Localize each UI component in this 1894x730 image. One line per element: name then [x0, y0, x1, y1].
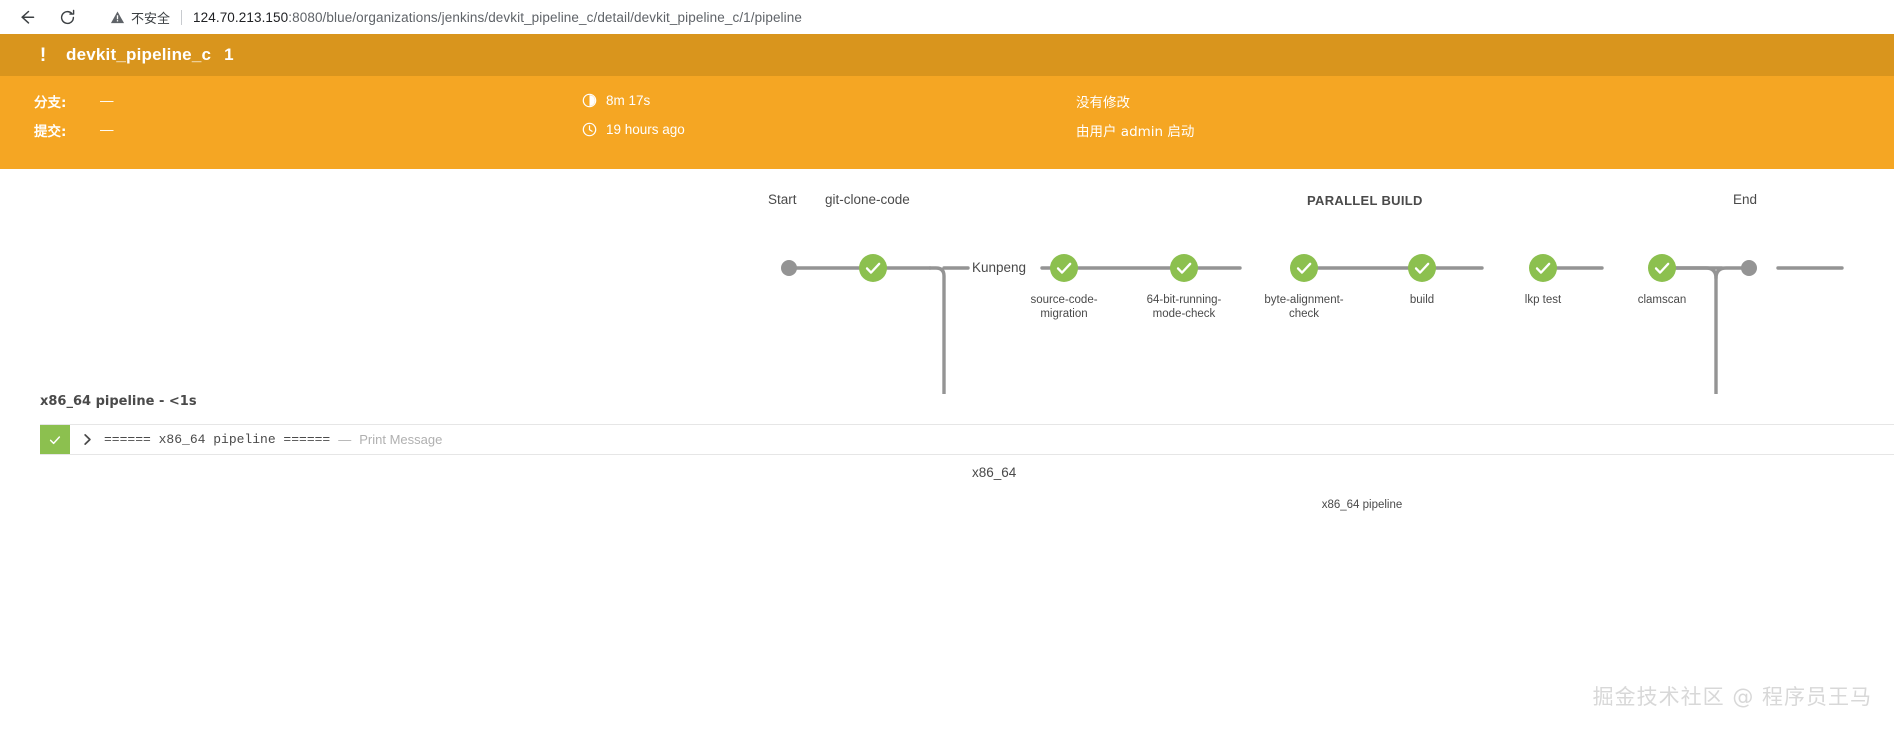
warning-triangle-icon	[110, 11, 125, 23]
graph-stage-label-byte-alignment-check[interactable]: byte-alignment-check	[1264, 294, 1344, 320]
security-label: 不安全	[131, 11, 171, 27]
pipeline-header: ! devkit_pipeline_c 1 分支: — 8m 17s 没有修改 …	[0, 34, 1894, 169]
pipeline-meta: 分支: — 8m 17s 没有修改 提交: —	[0, 76, 1894, 169]
log-step-type: Print Message	[359, 432, 443, 447]
pipeline-title-bar: ! devkit_pipeline_c 1	[0, 34, 1894, 76]
branch-value: —	[100, 93, 114, 108]
graph-stage-label-clamscan[interactable]: clamscan	[1637, 294, 1687, 306]
pipeline-graph: Start git-clone-code End PARALLEL BUILD …	[0, 169, 1894, 511]
url-path: :8080/blue/organizations/jenkins/devkit_…	[288, 9, 802, 25]
history-icon	[582, 122, 597, 137]
graph-stage-label-git-clone-code[interactable]: git-clone-code	[825, 192, 910, 207]
address-bar[interactable]: 不安全 124.70.213.150:8080/blue/organizatio…	[96, 4, 1796, 30]
check-icon	[40, 425, 70, 454]
branch-cell: 分支: —	[34, 91, 582, 111]
graph-start-label: Start	[768, 192, 797, 207]
stage-node-lkp-test	[1527, 252, 1559, 284]
duration-value: 8m 17s	[606, 93, 651, 108]
step-log-section: x86_64 pipeline - <1s ====== x86_64 pipe…	[0, 394, 1894, 455]
start-node	[781, 260, 797, 276]
browser-toolbar: 不安全 124.70.213.150:8080/blue/organizatio…	[0, 0, 1894, 34]
commit-label: 提交:	[34, 123, 67, 140]
omnibox-divider	[181, 9, 183, 25]
log-step-message: ====== x86_64 pipeline ======	[104, 432, 331, 447]
duration-cell: 8m 17s	[582, 93, 1076, 108]
stage-node-64-bit-running-mode-check	[1168, 252, 1200, 284]
stage-node-byte-alignment-check	[1288, 252, 1320, 284]
graph-stage-label-lkp-test[interactable]: lkp test	[1524, 294, 1562, 306]
commit-value: —	[100, 122, 114, 137]
watermark: 掘金技术社区 @ 程序员王马	[1592, 685, 1872, 709]
stage-node-clamscan	[1646, 252, 1678, 284]
log-step-row[interactable]: ====== x86_64 pipeline ====== — Print Me…	[40, 424, 1894, 455]
reload-icon[interactable]	[50, 0, 84, 34]
clock-icon	[582, 93, 597, 108]
stage-node-build	[1406, 252, 1438, 284]
exclamation-icon: !	[39, 44, 47, 66]
cause-text: 由用户 admin 启动	[1076, 123, 1195, 140]
graph-end-label: End	[1733, 192, 1758, 207]
end-node	[1741, 260, 1757, 276]
branch-label: 分支:	[34, 94, 67, 111]
time-cell: 19 hours ago	[582, 122, 1076, 137]
page-title: devkit_pipeline_c	[66, 45, 212, 64]
security-status[interactable]: 不安全	[110, 8, 170, 27]
chevron-right-icon[interactable]	[70, 425, 104, 454]
log-step-dash: —	[338, 432, 352, 447]
meta-row-1: 分支: — 8m 17s 没有修改	[0, 86, 1894, 115]
branch-label-x86-64[interactable]: x86_64	[972, 465, 1017, 480]
url-text[interactable]: 124.70.213.150:8080/blue/organizations/j…	[193, 10, 802, 25]
pipeline-graph-svg	[781, 252, 1844, 394]
stage-node-git-clone-code	[857, 252, 889, 284]
graph-stage-label-x86-64-pipeline[interactable]: x86_64 pipeline	[1321, 499, 1403, 511]
log-step-text: ====== x86_64 pipeline ====== — Print Me…	[104, 425, 442, 454]
stage-node-source-code-migration	[1048, 252, 1080, 284]
parallel-build-header: PARALLEL BUILD	[1307, 193, 1423, 208]
meta-row-2: 提交: — 19 hours ago 由用户 admin 启动	[0, 115, 1894, 144]
graph-stage-label-source-code-migration[interactable]: source-code-migration	[1030, 294, 1098, 320]
step-log-heading: x86_64 pipeline - <1s	[40, 394, 197, 409]
run-id: 1	[224, 45, 234, 64]
time-value: 19 hours ago	[606, 122, 685, 137]
graph-stage-label-build[interactable]: build	[1409, 294, 1435, 306]
url-host: 124.70.213.150	[193, 9, 289, 25]
branch-label-kunpeng[interactable]: Kunpeng	[972, 260, 1027, 275]
graph-stage-label-64-bit-running-mode-check[interactable]: 64-bit-running-mode-check	[1146, 294, 1222, 320]
changes-text: 没有修改	[1076, 94, 1130, 111]
back-arrow-icon[interactable]	[10, 0, 44, 34]
commit-cell: 提交: —	[34, 120, 582, 140]
